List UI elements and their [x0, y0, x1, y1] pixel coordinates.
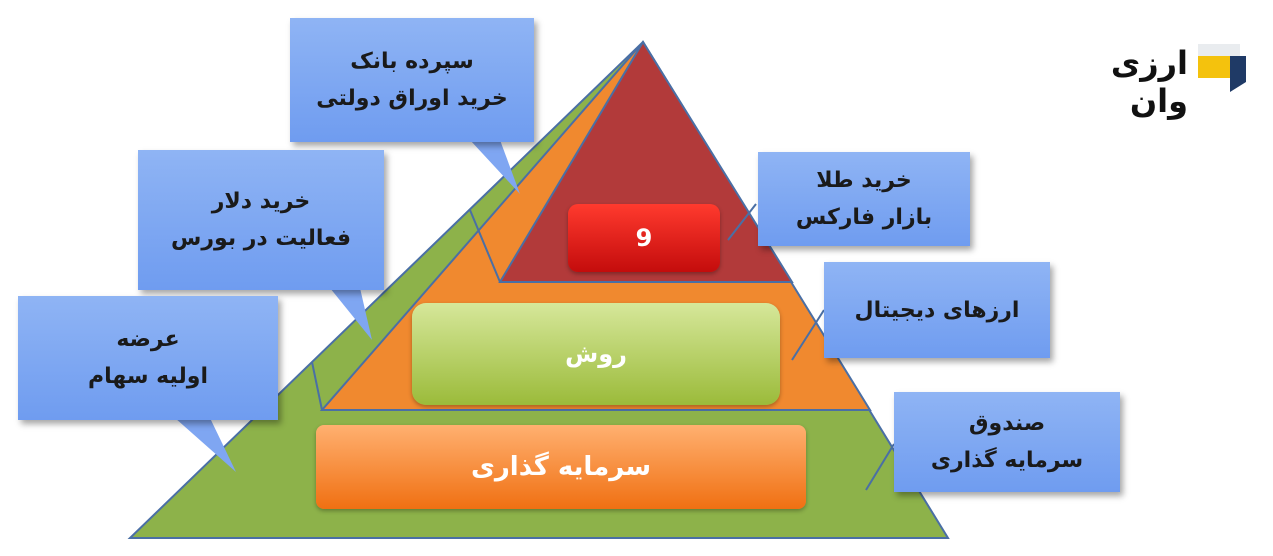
leader-line-top-left — [469, 209, 501, 283]
leader-line-top-right — [727, 203, 757, 241]
callout-top-left: سپرده بانک خرید اوراق دولتی — [290, 18, 534, 142]
callout-low-left: عرضه اولیه سهام — [18, 296, 278, 420]
callout-tail-low-left — [175, 418, 236, 472]
pyramid-top-label: 9 — [568, 204, 720, 272]
brand-logo-text: ارزی وان — [1110, 44, 1188, 120]
callout-top-left-line2: خرید اوراق دولتی — [316, 86, 508, 111]
callout-low-left-line2: اولیه سهام — [87, 364, 208, 389]
callout-low-right-line2: سرمایه گذاری — [930, 448, 1084, 473]
callout-low-right: صندوق سرمایه گذاری — [894, 392, 1120, 492]
callout-mid-left-line2: فعالیت در بورس — [171, 226, 351, 251]
leader-line-low-right — [865, 443, 895, 491]
pyramid-bottom-label: سرمایه گذاری — [316, 425, 806, 509]
callout-mid-right: ارزهای دیجیتال — [824, 262, 1050, 358]
pyramid-middle-label: روش — [412, 303, 780, 405]
callout-tail-top-left — [470, 140, 520, 194]
callout-mid-right-line1: ارزهای دیجیتال — [854, 297, 1020, 323]
callout-low-left-line1: عرضه — [116, 327, 180, 352]
callout-low-right-line1: صندوق — [968, 411, 1046, 436]
brand-logo[interactable]: ارزی وان — [1046, 36, 1250, 120]
leader-line-mid-right — [791, 309, 825, 361]
callout-top-left-line1: سپرده بانک — [350, 49, 474, 74]
leader-line-mid-left — [311, 361, 323, 411]
callout-mid-left: خرید دلار فعالیت در بورس — [138, 150, 384, 290]
brand-logo-icon — [1198, 44, 1246, 92]
callout-top-right: خرید طلا بازار فارکس — [758, 152, 970, 246]
callout-top-right-line1: خرید طلا — [816, 168, 912, 193]
callout-tail-mid-left — [330, 288, 372, 340]
callout-mid-left-line1: خرید دلار — [211, 189, 311, 214]
callout-top-right-line2: بازار فارکس — [795, 205, 933, 230]
